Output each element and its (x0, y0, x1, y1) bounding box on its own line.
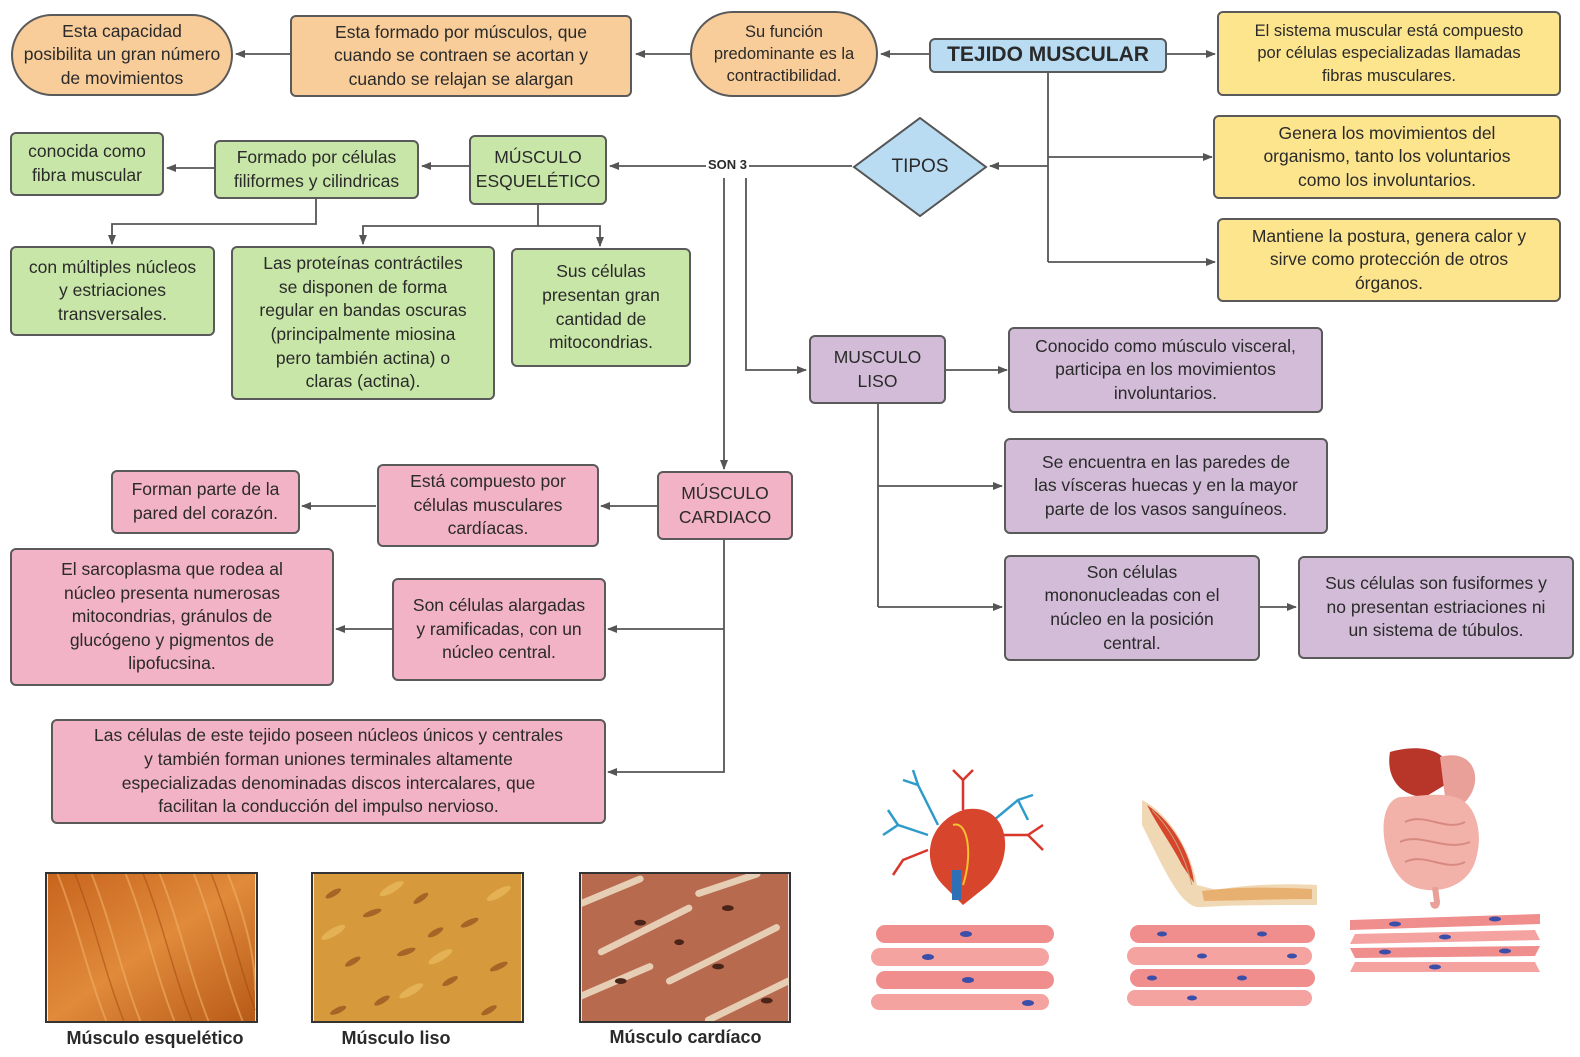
cardiac-elongated-node: Son células alargadas y ramificadas, con… (392, 578, 606, 681)
skeletal-nuclei-node: con múltiples núcleos y estriaciones tra… (10, 246, 215, 336)
smooth-fusiform-node: Sus células son fusiformes y no presenta… (1298, 556, 1574, 659)
cardiac-sarcoplasm-node: El sarcoplasma que rodea al núcleo prese… (10, 548, 334, 686)
cardiac-micrograph-image (579, 872, 791, 1023)
skeletal-muscle-node: MÚSCULO ESQUELÉTICO (469, 135, 607, 205)
son-3-connector-label: SON 3 (706, 157, 750, 172)
smooth-muscle-node: MUSCULO LISO (809, 335, 946, 404)
skeletal-formed-node: Formado por células filiformes y cilindr… (214, 140, 419, 199)
digestive-organs-with-smooth-fibers-illustration (1350, 748, 1540, 972)
smooth-photo-caption: Músculo liso (341, 1028, 451, 1048)
skeletal-proteins-node: Las proteínas contráctiles se disponen d… (231, 246, 495, 400)
smooth-micrograph-image (311, 872, 524, 1023)
smooth-walls-node: Se encuentra en las paredes de las vísce… (1004, 438, 1328, 534)
diamond-shape (852, 116, 988, 218)
cardiac-intercalated-discs-node: Las células de este tejido poseen núcleo… (51, 719, 606, 824)
skeletal-mitochondria-node: Sus células presentan gran cantidad de m… (511, 248, 691, 367)
function-node: Su función predominante es la contractib… (690, 11, 878, 97)
tipos-diamond: TIPOS (852, 116, 988, 218)
posture-node: Mantiene la postura, genera calor y sirv… (1217, 218, 1561, 302)
composition-node: El sistema muscular está compuesto por c… (1217, 11, 1561, 96)
formed-by-muscles-node: Esta formado por músculos, que cuando se… (290, 15, 632, 97)
skeletal-known-as-node: conocida como fibra muscular (10, 132, 164, 196)
movement-capacity-node: Esta capacidad posibilita un gran número… (11, 14, 233, 96)
tejido-muscular-root: TEJIDO MUSCULAR (929, 38, 1167, 73)
skeletal-photo-caption: Músculo esquelético (66, 1028, 244, 1048)
heart-with-cardiac-fibers-illustration (871, 769, 1054, 1010)
cardiac-photo-caption: Músculo cardíaco (609, 1027, 762, 1047)
smooth-visceral-node: Conocido como músculo visceral, particip… (1008, 327, 1323, 413)
smooth-mononucleated-node: Son células mononucleadas con el núcleo … (1004, 555, 1260, 661)
generates-movement-node: Genera los movimientos del organismo, ta… (1213, 115, 1561, 199)
tipos-label: TIPOS (891, 156, 949, 177)
arm-with-skeletal-fibers-illustration (1127, 800, 1317, 1006)
cardiac-heart-wall-node: Forman parte de la pared del corazón. (111, 470, 300, 534)
skeletal-micrograph-image (45, 872, 258, 1023)
cardiac-muscle-node: MÚSCULO CARDIACO (657, 471, 793, 540)
cardiac-composed-node: Está compuesto por células musculares ca… (377, 464, 599, 547)
